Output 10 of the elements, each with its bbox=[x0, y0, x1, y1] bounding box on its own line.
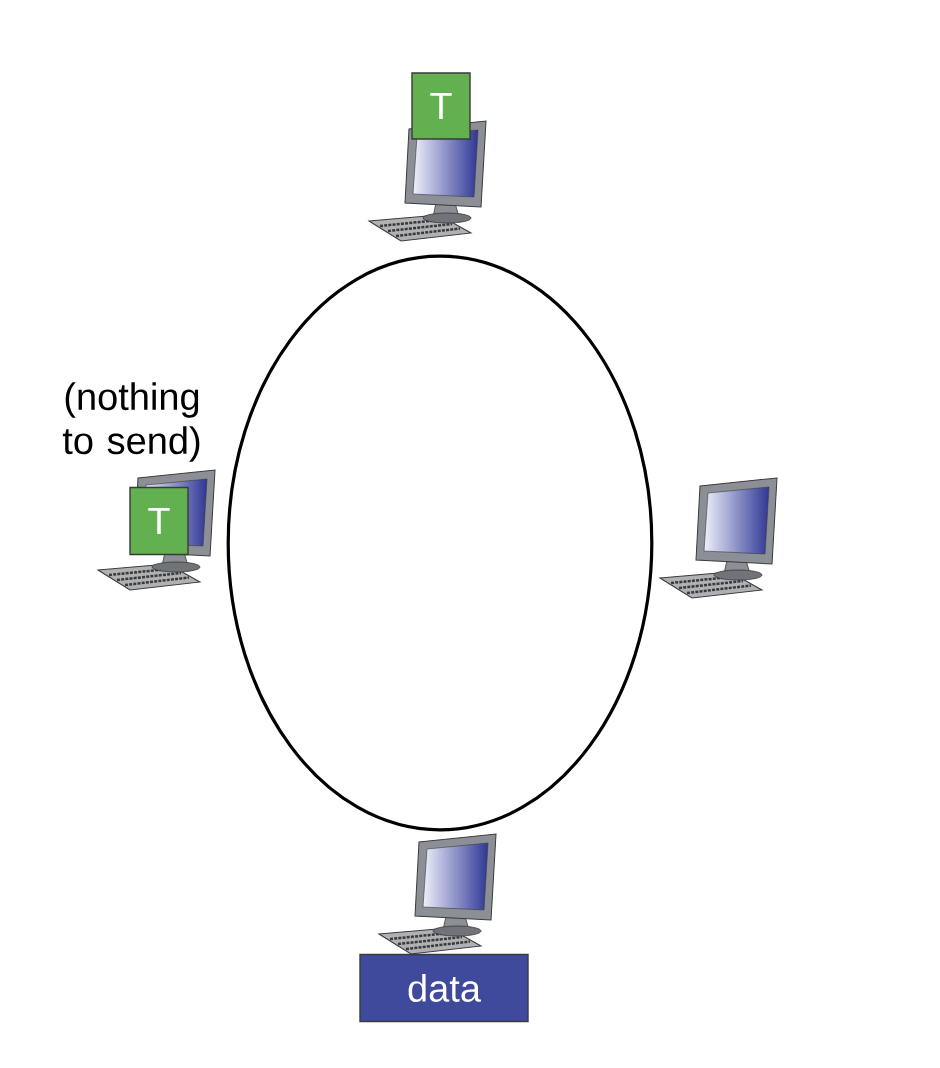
computer-drawing bbox=[659, 477, 778, 599]
token-box: T bbox=[129, 486, 189, 556]
computer-drawing bbox=[378, 833, 497, 955]
ring-line bbox=[226, 254, 441, 544]
token-box: T bbox=[411, 72, 471, 140]
ring-line bbox=[439, 542, 654, 832]
ring-line bbox=[226, 542, 441, 832]
ring-line bbox=[439, 254, 654, 544]
data-box: data bbox=[359, 953, 529, 1023]
caption-text: (nothing to send) bbox=[62, 382, 200, 462]
